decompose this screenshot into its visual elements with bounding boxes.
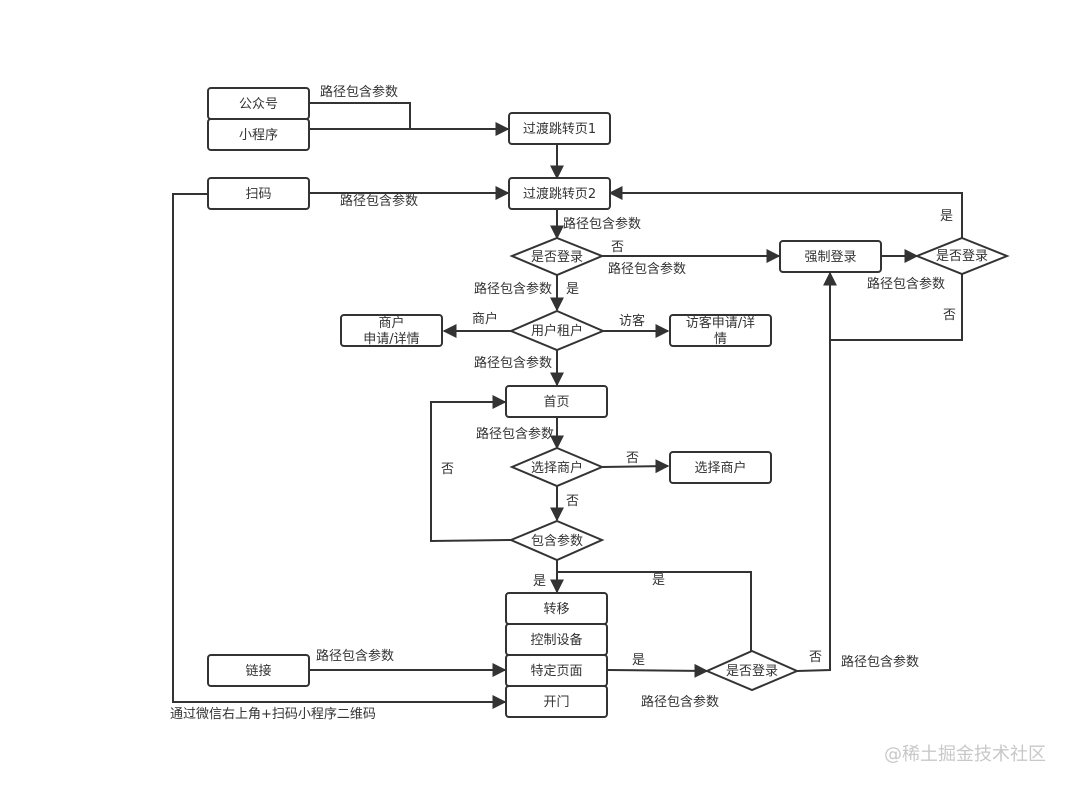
xcx-node: 小程序 — [207, 118, 310, 151]
label-no-xuanze-right: 否 — [626, 451, 639, 466]
label-path-login2: 路径包含参数 — [867, 276, 945, 292]
fangke-label-line2: 情 — [714, 332, 727, 347]
qiangzhi-label: 强制登录 — [804, 250, 856, 265]
guodu2-node: 过渡跳转页2 — [508, 177, 611, 210]
xuanze-decision: 选择商户 — [509, 446, 605, 488]
edge-login2-yes-to-guodu2 — [608, 186, 963, 238]
label-path-teding: 路径包含参数 — [641, 694, 719, 710]
shanghu-node: 商户 申请/详情 — [340, 314, 443, 347]
shouye-node: 首页 — [505, 385, 608, 418]
shanghu-label-line1: 商户 — [378, 315, 404, 331]
label-yes-login3-top: 是 — [652, 573, 665, 588]
edge-teding-to-login3 — [607, 663, 709, 678]
saoma-node: 扫码 — [207, 177, 310, 210]
shanghu-label-line2: 申请/详情 — [363, 332, 419, 347]
gzh-node: 公众号 — [207, 87, 310, 120]
edge-baohan-no-to-shouye — [430, 395, 512, 543]
login2-decision: 是否登录 — [914, 236, 1010, 276]
label-path-login1-down: 路径包含参数 — [474, 281, 552, 297]
login3-decision: 是否登录 — [704, 649, 800, 692]
label-path-gzh: 路径包含参数 — [320, 84, 398, 100]
label-no-login2: 否 — [943, 308, 956, 323]
lianjie-label: 链接 — [245, 663, 271, 679]
edges — [172, 102, 963, 709]
label-fangke: 访客 — [619, 313, 645, 329]
label-path-login3: 路径包含参数 — [841, 654, 919, 670]
guodu1-node: 过渡跳转页1 — [508, 112, 611, 145]
kaimen-node: 开门 — [505, 685, 608, 718]
teding-node: 特定页面 — [505, 654, 608, 687]
label-no-xuanze-down: 否 — [566, 494, 579, 509]
label-shanghu: 商户 — [472, 311, 498, 327]
label-yes-baohan: 是 — [533, 574, 546, 589]
xcx-label: 小程序 — [239, 128, 278, 143]
baohan-decision: 包含参数 — [508, 519, 605, 562]
label-yes-login2: 是 — [940, 209, 953, 224]
label-path-guodu2: 路径包含参数 — [563, 216, 641, 232]
zhuanyi-label: 转移 — [543, 602, 569, 617]
edge-scan-to-kaimen — [172, 193, 507, 709]
fangke-node: 访客申请/详 情 — [669, 314, 772, 347]
login2-label: 是否登录 — [936, 249, 988, 264]
kongzhi-node: 控制设备 — [505, 623, 608, 656]
kaimen-label: 开门 — [543, 695, 569, 710]
label-path-lianjie: 路径包含参数 — [316, 648, 394, 664]
label-path-saoma: 路径包含参数 — [340, 193, 418, 209]
edge-login3-yes-loop — [557, 571, 752, 651]
label-yes-login1: 是 — [566, 282, 579, 297]
watermark: @稀土掘金技术社区 — [884, 744, 1046, 765]
edge-gzh-to-guodu1 — [309, 102, 510, 136]
fangke-label-line1: 访客申请/详 — [686, 315, 755, 331]
gzh-label: 公众号 — [239, 97, 278, 112]
login3-label: 是否登录 — [726, 664, 778, 679]
saoma-label: 扫码 — [245, 187, 271, 202]
guodu1-label: 过渡跳转页1 — [523, 121, 596, 137]
login1-label: 是否登录 — [531, 250, 583, 265]
xuanze-r-label: 选择商户 — [694, 460, 746, 476]
edge-xuanze-to-xuanze-r — [601, 459, 670, 474]
usertype-decision: 用户租户 — [508, 309, 606, 352]
login1-decision: 是否登录 — [509, 236, 605, 277]
edge-labels: 路径包含参数 路径包含参数 路径包含参数 否 路径包含参数 路径包含参数 是 是… — [170, 84, 956, 722]
kongzhi-label: 控制设备 — [530, 632, 582, 648]
shouye-label: 首页 — [543, 395, 569, 410]
qiangzhi-node: 强制登录 — [779, 240, 882, 273]
xuanze-d-label: 选择商户 — [531, 460, 583, 476]
teding-label: 特定页面 — [530, 664, 582, 679]
zhuanyi-node: 转移 — [505, 592, 608, 625]
label-scan-note: 通过微信右上角+扫码小程序二维码 — [170, 707, 376, 722]
label-no-login3: 否 — [809, 650, 822, 665]
label-yes-teding: 是 — [632, 653, 645, 668]
lianjie-node: 链接 — [207, 654, 310, 687]
usertype-label: 用户租户 — [531, 323, 583, 339]
label-path-usertype: 路径包含参数 — [474, 355, 552, 371]
baohan-label: 包含参数 — [531, 533, 583, 549]
edge-login2-no-loop — [830, 274, 963, 341]
edge-login3-no-to-qiangzhi — [796, 271, 837, 672]
label-path-login1-right: 路径包含参数 — [608, 261, 686, 277]
guodu2-label: 过渡跳转页2 — [523, 186, 596, 202]
label-no-login1: 否 — [611, 240, 624, 255]
label-path-shouye: 路径包含参数 — [476, 426, 554, 442]
label-no-baohan: 否 — [441, 462, 454, 477]
xuanze-r-node: 选择商户 — [669, 451, 772, 484]
